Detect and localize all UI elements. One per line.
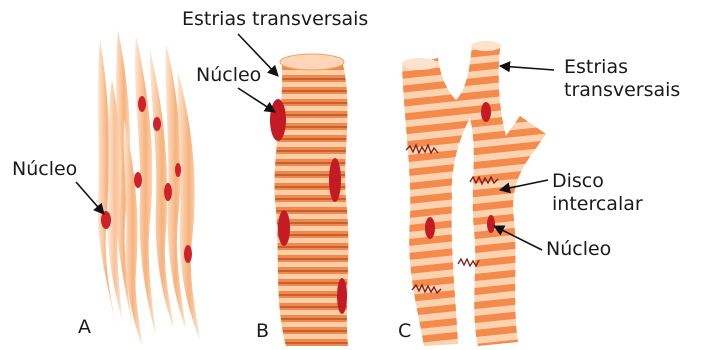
label-estrias-transversais-top: Estrias transversais xyxy=(182,10,368,29)
striation-band xyxy=(260,310,370,315)
striation-band xyxy=(260,82,370,87)
striation-band xyxy=(260,322,370,327)
striation-band xyxy=(260,178,370,183)
striation-band xyxy=(260,238,370,243)
striation-band xyxy=(260,250,370,255)
striation-band xyxy=(260,226,370,231)
arrow-nucleo-b xyxy=(238,88,275,112)
striation-band xyxy=(260,190,370,195)
label-estrias-transversais-c: Estrias transversais xyxy=(564,56,680,102)
panel-letter-c: C xyxy=(398,322,411,341)
label-nucleo-c: Núcleo xyxy=(546,240,611,259)
striation-band xyxy=(260,94,370,99)
panel-letter-a: A xyxy=(78,318,91,337)
striation-band xyxy=(260,166,370,171)
smooth-muscle-cells xyxy=(98,30,200,346)
striation-band xyxy=(260,334,370,339)
striation-band xyxy=(260,274,370,279)
label-estrias-c-line2: transversais xyxy=(564,79,680,102)
skeletal-muscle-fiber xyxy=(260,54,370,350)
striation-band xyxy=(260,202,370,207)
arrow-estrias-c xyxy=(500,66,554,70)
striation-band xyxy=(260,346,370,350)
striation-band xyxy=(260,154,370,159)
striation-band xyxy=(260,298,370,303)
striation-band xyxy=(260,142,370,147)
label-estrias-c-line1: Estrias xyxy=(564,56,680,79)
label-nucleo-b: Núcleo xyxy=(196,66,261,85)
label-disco-line1: Disco xyxy=(552,170,643,193)
striation-band xyxy=(260,286,370,291)
label-disco-line2: intercalar xyxy=(552,193,643,216)
cardiac-muscle-fibers xyxy=(390,41,560,350)
striation-band xyxy=(260,262,370,267)
label-disco-intercalar: Disco intercalar xyxy=(552,170,643,216)
label-nucleo-a: Núcleo xyxy=(12,160,77,179)
striation-band xyxy=(260,214,370,219)
panel-letter-b: B xyxy=(256,322,269,341)
cardiac-striation-band xyxy=(390,335,560,350)
